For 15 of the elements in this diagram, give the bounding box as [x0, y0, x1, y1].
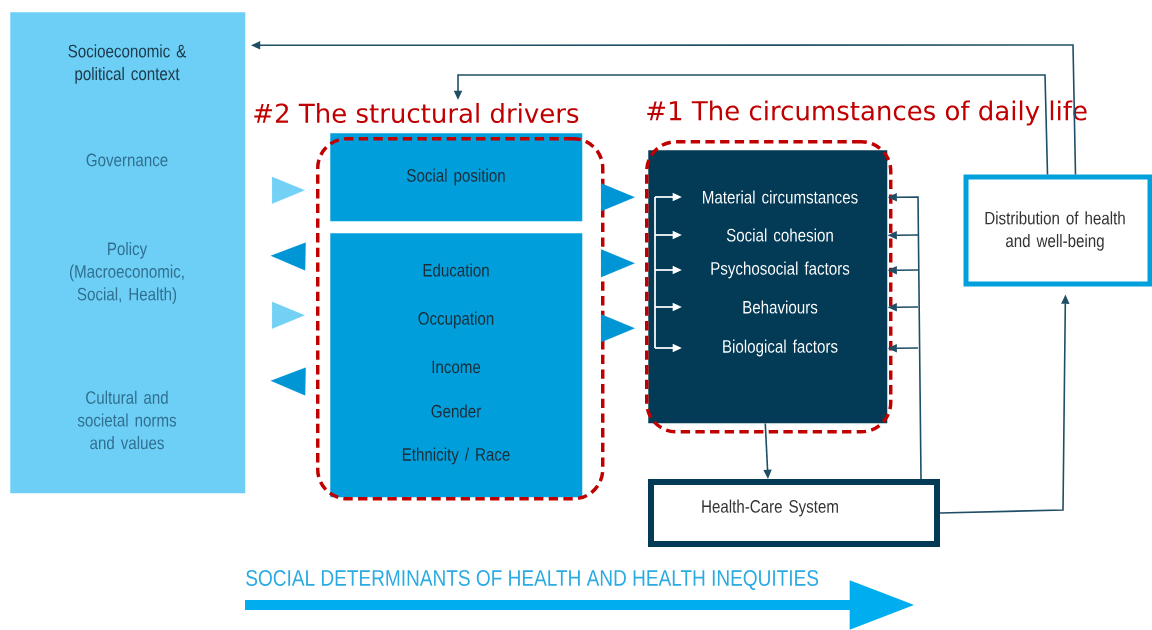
arrow — [271, 176, 305, 204]
node-label: #2 The structural drivers — [254, 102, 579, 124]
driver-box: Social position — [330, 133, 583, 222]
driver-box: Education Occupation Income Gender Ethnicity / Race — [330, 233, 583, 498]
arrow — [271, 301, 305, 329]
process-box: Health-Care System — [648, 479, 940, 547]
context-panel: Socioeconomic & political context Governance Policy (Macroeconomic, Social, Health) Cultural and societal norms and values — [10, 12, 246, 494]
arrow — [270, 367, 306, 396]
circumstances-box: Material circumstances Social cohesion Psychosocial factors Behaviours Biological factors — [648, 150, 888, 424]
arrow — [270, 242, 306, 271]
arrow — [600, 183, 635, 212]
outcome-box: Distribution of health and well-being — [963, 174, 1152, 287]
arrow — [600, 249, 635, 278]
axis-caption: SOCIAL DETERMINANTS OF HEALTH AND HEALTH INEQUITIES — [246, 569, 819, 591]
arrow — [600, 314, 635, 343]
